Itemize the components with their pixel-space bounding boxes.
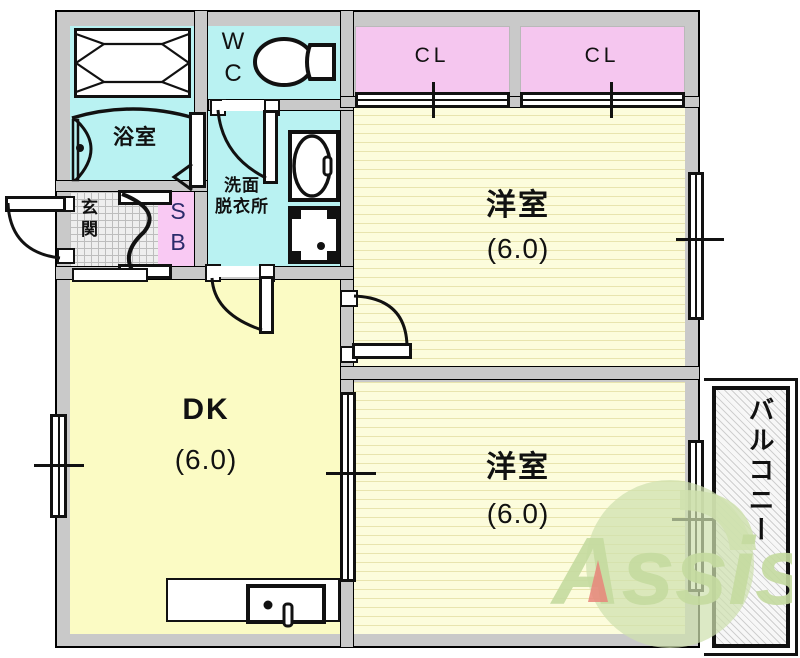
bath-door-arrow-icon (171, 162, 193, 192)
closet-left-door-tick (432, 82, 435, 118)
washroom-line2: 脱衣所 (215, 197, 269, 218)
upper-bedroom-window (688, 172, 704, 320)
washroom-door-swing-icon (210, 277, 263, 332)
washbasin-icon (288, 130, 340, 202)
wc-door-leaf[interactable] (263, 110, 278, 184)
upper-bedroom-door-swing-icon (353, 294, 409, 347)
bath-shower-arc-icon (71, 107, 195, 182)
room-label-upper-bedroom: 洋室 (486, 188, 550, 223)
dk-right-sliding-door-tick (326, 472, 376, 475)
washroom-door-opening (217, 266, 259, 277)
closet-left-label: CL (414, 44, 450, 67)
front-door-swing-icon (6, 202, 61, 260)
room-label-lower-bedroom: 洋室 (486, 450, 550, 485)
closet-right-floor (520, 26, 685, 98)
sb-letter-s: S (170, 198, 186, 224)
washroom-door-leaf[interactable] (259, 276, 274, 334)
room-label-dk: DK (182, 393, 230, 426)
kitchen-sink-icon (246, 584, 326, 628)
upper-bedroom-door-leaf[interactable] (352, 343, 412, 359)
closet-right-label: CL (584, 44, 620, 67)
entrance-tile (118, 192, 158, 274)
room-label-bath: 浴室 (113, 125, 157, 149)
room-area-dk: (6.0) (174, 444, 238, 475)
balcony-outer-edge (704, 378, 798, 656)
sb-letter-b: B (170, 229, 186, 256)
room-upper-bedroom-floor (352, 106, 685, 368)
wc-door-opening (222, 100, 264, 111)
room-area-upper-bedroom: (6.0) (486, 233, 550, 264)
dk-left-window-tick (34, 464, 84, 467)
entrance-inner-door-top[interactable] (118, 190, 172, 205)
wc-door-swing-icon (216, 109, 267, 180)
front-door-jamb-bottom (57, 248, 75, 264)
washing-machine-pan-icon (288, 206, 340, 264)
washroom-line1: 洗面 (224, 176, 260, 196)
entrance-line1: 玄 (81, 198, 99, 218)
entrance-line2: 関 (81, 220, 99, 241)
bathtub-detail-icon (74, 32, 191, 94)
balcony-label: バルコニー (744, 396, 774, 546)
room-shoebox-floor (158, 192, 198, 274)
toilet-bowl-icon (253, 37, 336, 87)
dk-right-sliding-door (340, 392, 356, 582)
bath-door-leaf[interactable] (189, 112, 206, 188)
entrance-step-line (72, 268, 148, 282)
room-label-entrance: 玄関 (73, 197, 107, 241)
upper-bedroom-window-tick (676, 238, 724, 241)
closet-right-door-tick (610, 82, 613, 118)
lower-bedroom-balcony-door[interactable] (688, 440, 704, 592)
interior-wall-bedrooms (340, 366, 700, 380)
upper-bedroom-door-jamb-top (340, 290, 358, 307)
wc-letter-w: W (221, 28, 245, 55)
room-label-washroom: 洗面脱衣所 (205, 176, 279, 219)
room-dk-floor (70, 280, 342, 634)
closet-right-door[interactable] (520, 92, 685, 108)
room-area-lower-bedroom: (6.0) (486, 498, 550, 529)
entrance-folding-door-icon (121, 192, 152, 271)
front-door-leaf[interactable] (5, 196, 66, 212)
wc-letter-c: C (224, 60, 242, 88)
